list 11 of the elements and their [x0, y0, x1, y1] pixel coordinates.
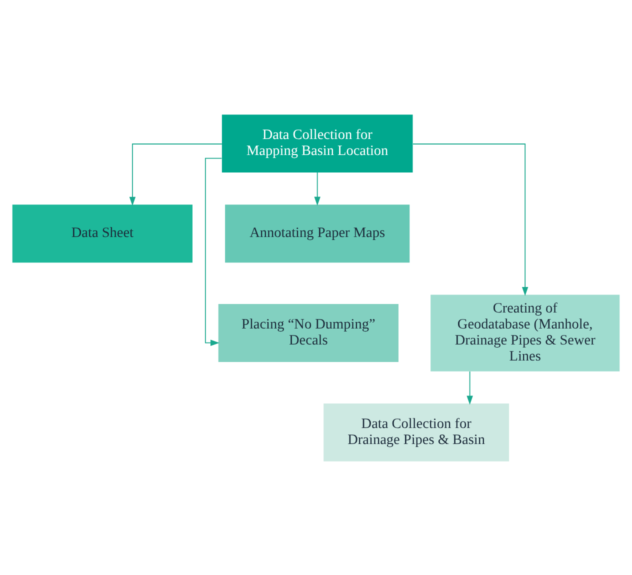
- node-box: Data Sheet: [12, 204, 192, 262]
- arrow: [204, 157, 222, 346]
- arrow: [129, 143, 222, 206]
- arrow: [466, 370, 473, 404]
- node-box: Creating of Geodatabase (Manhole, Drainage Pipes & Sewer Lines: [430, 294, 620, 371]
- node-box: Data Collection for Mapping Basin Location: [222, 114, 413, 172]
- node-box: Annotating Paper Maps: [225, 204, 410, 262]
- node-box: Data Collection for Drainage Pipes & Basin: [324, 402, 510, 461]
- arrow: [314, 172, 320, 206]
- node-box: Placing “No Dumping” Decals: [218, 304, 398, 362]
- arrow: [412, 143, 528, 296]
